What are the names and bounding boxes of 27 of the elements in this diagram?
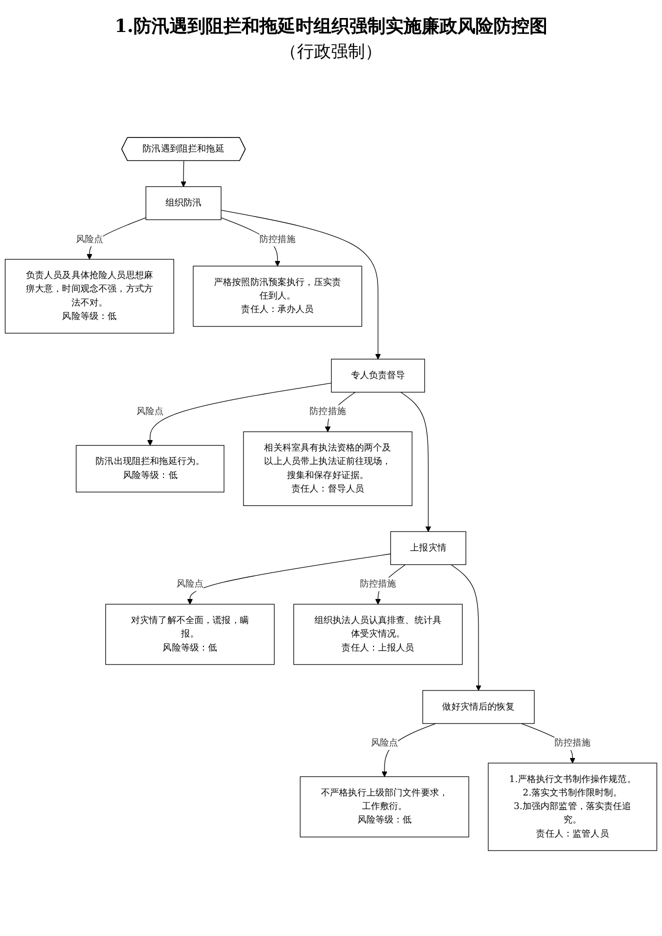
arrow [400,392,432,532]
edge-label: 风险点 [370,738,398,748]
arrow [450,564,482,691]
edge-label: 防控措施 [554,738,591,748]
subtitle: （行政强制） [279,41,383,63]
node-box: 专人负责督导 [331,358,426,393]
node-box: 严格按照防汛预案执行，压实责任到人。 责任人：承办人员 [192,266,362,327]
edge-label: 风险点 [76,234,104,244]
arrow [180,160,186,187]
node-box: 做好灾情后的恢复 [422,690,535,724]
edge-label: 风险点 [176,578,204,590]
node-box: 上报灾情 [390,531,466,565]
node-box: 负责人员及具体抢险人员思想麻痹大意，时间观念不强，方式方法不对。 风险等级：低 [4,258,174,334]
node-box: 防汛出现阻拦和拖延行为。 风险等级：低 [76,445,224,492]
diagram-title: 1.防汛遇到阻拦和拖延时组织强制实施廉政风险防控图 [114,15,548,38]
arrow [187,554,391,604]
node-box: 相关科室具有执法资格的两个及以上人员带上执法证前往现场，搜集和保存好证据。 责任人：督导人员 [243,431,412,506]
edge-label: 防控措施 [310,406,346,417]
node-box: 组织防汛 [146,186,222,220]
edge-label: 风险点 [136,406,164,417]
edge-label: 防控措施 [259,234,296,244]
edge-label: 防控措施 [360,578,396,590]
node-box: 对灾情了解不全面，谎报，瞒报。 风险等级：低 [105,604,275,665]
node-box: 组织执法人员认真排查、统计具体受灾情况。 责任人：上报人员 [293,604,463,665]
node-box: 不严格执行上级部门文件要求，工作敷衍。 风险等级：低 [300,776,470,838]
node-box: 1.严格执行文书制作操作规范。 2.落实文书制作限时制。 3.加强内部监管，落实责任追究。 责任人：监管人员 [488,762,658,851]
arrow [147,382,332,446]
